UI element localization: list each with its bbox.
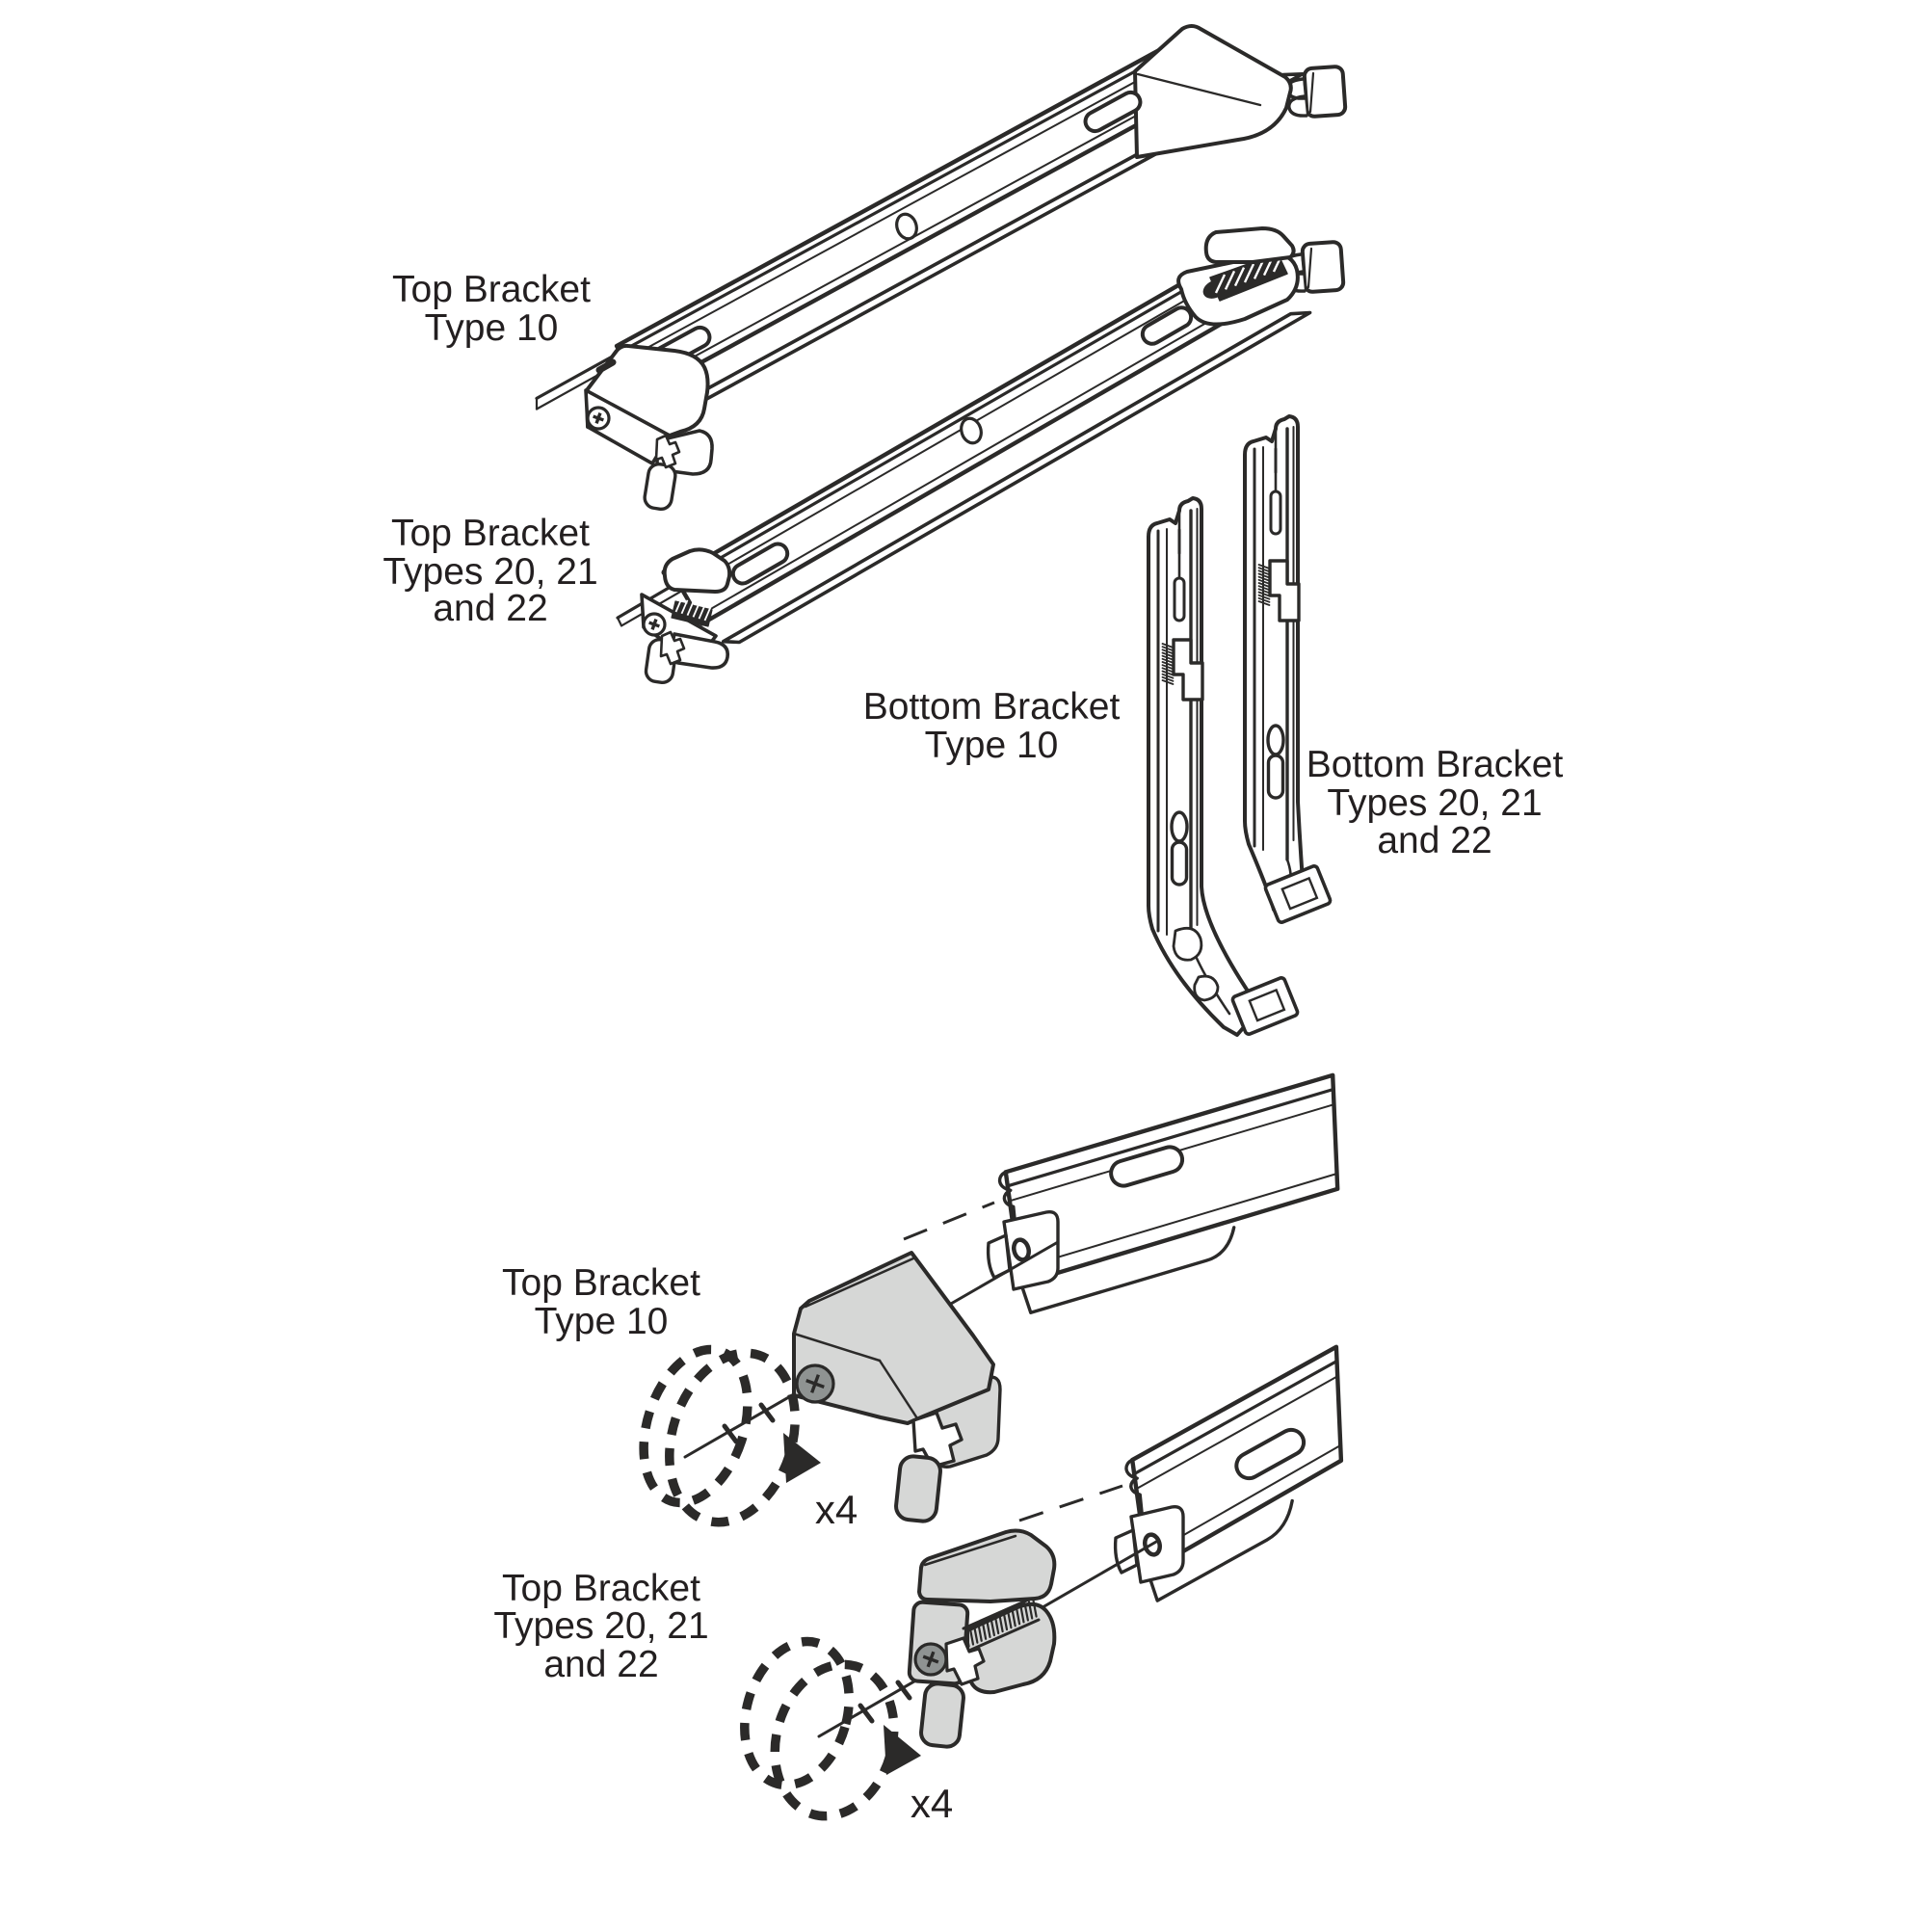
svg-text:and 22: and 22 bbox=[1377, 820, 1491, 861]
svg-text:Type 10: Type 10 bbox=[925, 725, 1059, 766]
svg-text:Top Bracket: Top Bracket bbox=[392, 269, 591, 310]
svg-text:Bottom Bracket: Bottom Bracket bbox=[1307, 744, 1564, 785]
svg-text:x4: x4 bbox=[911, 1781, 953, 1826]
svg-text:Types 20, 21: Types 20, 21 bbox=[493, 1605, 708, 1647]
svg-text:Type 10: Type 10 bbox=[535, 1301, 669, 1342]
svg-text:x4: x4 bbox=[815, 1487, 858, 1532]
svg-text:Top Bracket: Top Bracket bbox=[502, 1568, 700, 1609]
svg-text:Types 20, 21: Types 20, 21 bbox=[1327, 782, 1542, 824]
svg-text:Bottom Bracket: Bottom Bracket bbox=[863, 686, 1121, 728]
svg-text:Top Bracket: Top Bracket bbox=[391, 513, 590, 554]
svg-text:and 22: and 22 bbox=[433, 588, 547, 629]
svg-text:Top Bracket: Top Bracket bbox=[502, 1262, 700, 1304]
svg-text:and 22: and 22 bbox=[543, 1644, 658, 1685]
svg-text:Type 10: Type 10 bbox=[425, 307, 559, 349]
svg-text:Types 20, 21: Types 20, 21 bbox=[383, 551, 597, 593]
